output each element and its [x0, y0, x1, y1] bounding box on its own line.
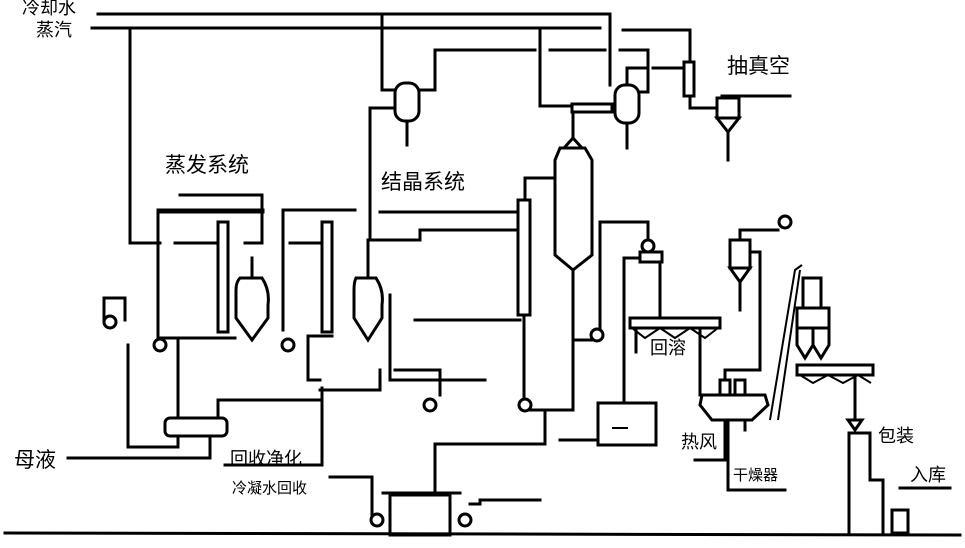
- crystallizer: [516, 146, 664, 412]
- cyclone: [727, 214, 793, 312]
- mother-liquor-label: 母液: [14, 448, 56, 472]
- preheater: [66, 336, 324, 467]
- evaporator-1: [156, 193, 270, 343]
- silo: [795, 276, 831, 361]
- pumps: [102, 296, 605, 528]
- hot-air-label: 热风: [681, 432, 717, 453]
- dryer: [693, 250, 787, 492]
- condenser-1: [368, 81, 421, 242]
- redissolve-label: 回溶: [650, 338, 686, 359]
- evaporation-system-label: 蒸发系统: [165, 153, 249, 177]
- bucket-elevator: [769, 264, 803, 421]
- cooling-water-header: [96, 12, 612, 87]
- cond1-out: [418, 48, 537, 92]
- cond2-link: [618, 48, 650, 94]
- condenser-2: [613, 83, 641, 150]
- recovery-purification-label: 回收净化: [230, 449, 302, 470]
- packaging-label: 包装: [878, 426, 914, 447]
- screw-conveyor-2: [795, 363, 875, 422]
- vacuum-receiver: [713, 96, 743, 162]
- evaporator-2: [281, 208, 522, 382]
- crystallization-system-label: 结晶系统: [381, 170, 465, 194]
- cooling-water-label: 冷却水: [22, 0, 76, 19]
- dryer-label: 干燥器: [733, 466, 779, 484]
- steam-to-ejector: [538, 28, 577, 108]
- ground-line: [3, 531, 962, 537]
- steam-ejector: [560, 60, 696, 150]
- steam-branch-evap: [128, 28, 162, 245]
- cw-line3: [621, 28, 692, 70]
- condensate-recovery-label: 冷凝水回收: [232, 479, 308, 497]
- packing-machine: [845, 418, 952, 535]
- condensate-tank: [328, 408, 547, 537]
- cond2-top: [625, 66, 647, 87]
- steam-label: 蒸汽: [36, 20, 72, 41]
- crystallization-lines: [318, 210, 522, 397]
- dissolve-tank: [558, 401, 658, 447]
- vacuum-label: 抽真空: [727, 54, 790, 78]
- cw-condenser1: [380, 14, 397, 92]
- warehousing-label: 入库: [910, 465, 946, 486]
- utility-headers: [90, 12, 792, 245]
- screw-conveyor-1: [628, 316, 722, 397]
